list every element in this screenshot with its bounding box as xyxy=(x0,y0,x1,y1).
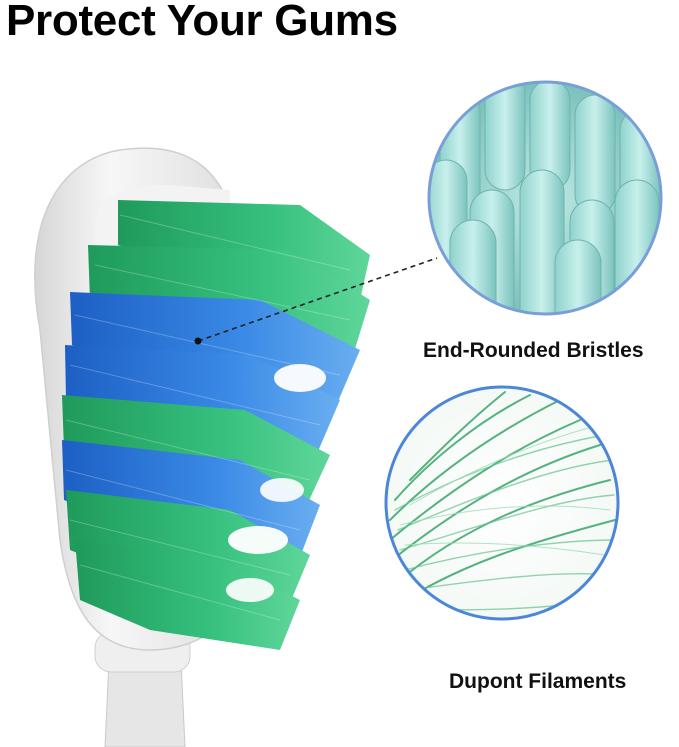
callout-leader xyxy=(194,257,438,345)
page-title: Protect Your Gums xyxy=(6,0,398,45)
bristle-tufts xyxy=(62,200,370,650)
end-rounded-bristles-closeup xyxy=(427,80,663,316)
callout-label-end-rounded-bristles: End-Rounded Bristles xyxy=(423,339,644,362)
callout-label-dupont-filaments: Dupont Filaments xyxy=(449,670,627,693)
dupont-filaments-closeup xyxy=(384,385,620,621)
